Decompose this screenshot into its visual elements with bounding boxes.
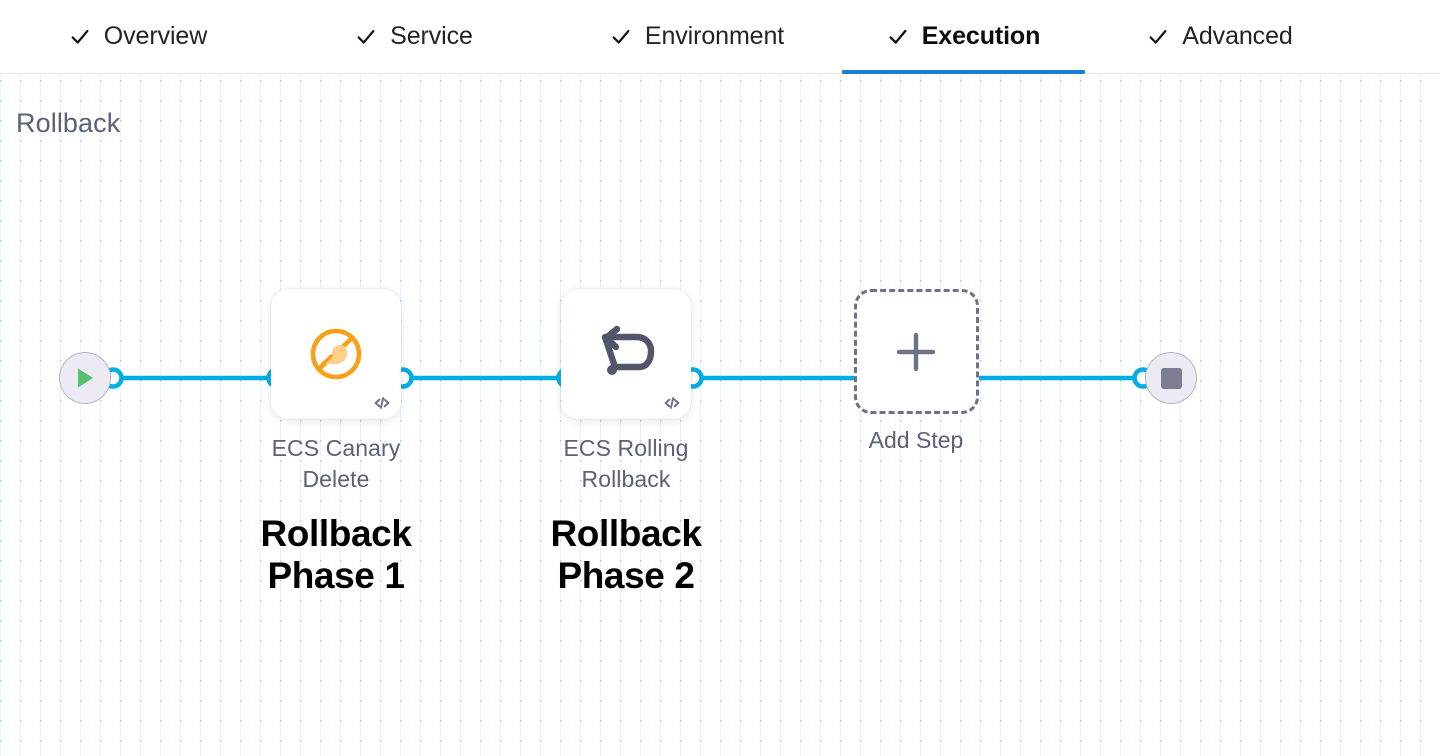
check-icon bbox=[69, 26, 91, 48]
step-node-ecs-canary-delete[interactable]: ECS Canary Delete Rollback Phase 1 bbox=[256, 289, 416, 596]
tab-advanced[interactable]: Advanced bbox=[1085, 0, 1355, 73]
code-icon bbox=[373, 394, 391, 412]
start-node[interactable] bbox=[59, 352, 111, 404]
tab-service[interactable]: Service bbox=[276, 0, 552, 73]
step-annotation: Rollback Phase 2 bbox=[550, 513, 702, 596]
rollback-arrow-icon bbox=[601, 325, 655, 375]
check-icon bbox=[887, 26, 909, 48]
add-step-button[interactable] bbox=[853, 289, 979, 414]
step-card[interactable] bbox=[271, 289, 401, 419]
step-annotation: Rollback Phase 1 bbox=[260, 513, 412, 596]
tab-label: Execution bbox=[921, 22, 1041, 50]
check-icon bbox=[355, 26, 377, 48]
tab-label: Service bbox=[390, 22, 473, 50]
step-label: ECS Canary Delete bbox=[271, 435, 401, 493]
page-title: Rollback bbox=[16, 108, 121, 138]
tab-label: Overview bbox=[103, 22, 208, 50]
tab-environment[interactable]: Environment bbox=[552, 0, 842, 73]
pipeline-canvas[interactable]: Rollback bbox=[0, 74, 1440, 756]
execution-flow-graph: ECS Canary Delete Rollback Phase 1 bbox=[0, 74, 1440, 756]
step-node-ecs-rolling-rollback[interactable]: ECS Rolling Rollback Rollback Phase 2 bbox=[546, 289, 706, 596]
plus-icon bbox=[896, 332, 936, 371]
step-label: ECS Rolling Rollback bbox=[563, 435, 689, 493]
step-card[interactable] bbox=[561, 289, 691, 419]
tab-overview[interactable]: Overview bbox=[0, 0, 276, 73]
flow-connectors bbox=[102, 367, 1154, 389]
check-icon bbox=[1147, 26, 1169, 48]
add-step-node[interactable]: Add Step bbox=[836, 289, 996, 456]
stop-icon bbox=[1160, 367, 1182, 389]
code-icon bbox=[663, 394, 681, 412]
tab-execution[interactable]: Execution bbox=[842, 0, 1085, 74]
end-node[interactable] bbox=[1145, 352, 1197, 404]
pipeline-stage-tabbar: Overview Service Environment Execution bbox=[0, 0, 1440, 74]
tab-active-indicator bbox=[842, 70, 1085, 74]
ecs-canary-delete-icon bbox=[310, 328, 362, 380]
tab-label: Environment bbox=[644, 22, 785, 50]
check-icon bbox=[610, 26, 632, 48]
play-icon bbox=[78, 368, 93, 388]
tab-label: Advanced bbox=[1182, 22, 1293, 50]
add-step-label: Add Step bbox=[868, 427, 964, 453]
